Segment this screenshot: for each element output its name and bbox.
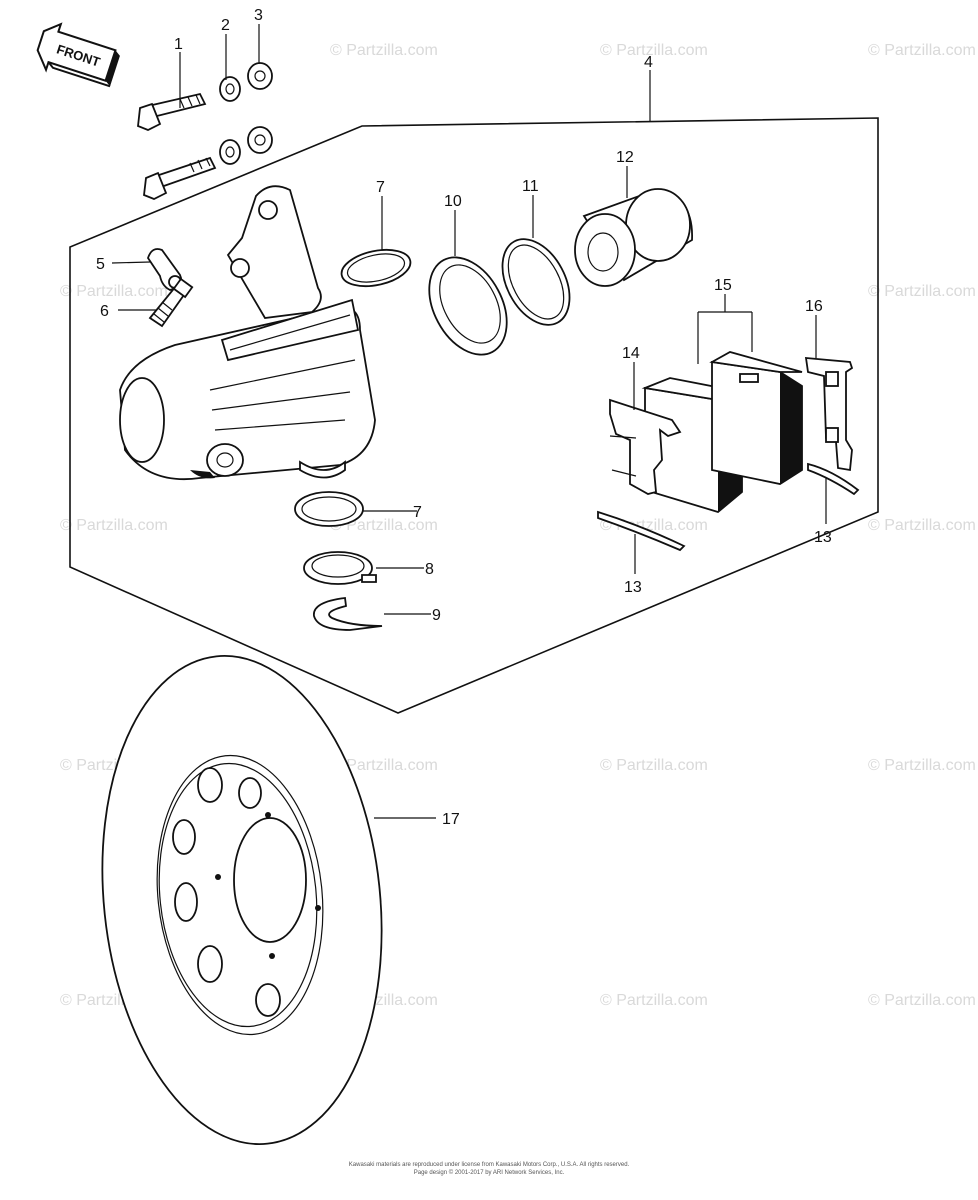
footer-copyright: Kawasaki materials are reproduced under …	[349, 1162, 630, 1168]
dust-seal-icon	[501, 238, 571, 326]
callout-8: 8	[425, 561, 434, 578]
anti-rattle-spring-icon	[807, 462, 860, 496]
callout-15: 15	[714, 277, 732, 294]
caliper-assembly-boundary	[69, 117, 879, 714]
callout-2: 2	[221, 17, 230, 34]
watermark: © Partzilla.com	[60, 517, 168, 534]
callout-4: 4	[644, 54, 653, 71]
brake-disc-icon	[101, 655, 383, 1145]
brake-pad-icon	[709, 351, 803, 485]
callout-10: 10	[444, 193, 462, 210]
watermark: © Partzilla.com	[600, 757, 708, 774]
clip-icon	[313, 596, 383, 631]
callout-11: 11	[522, 178, 539, 195]
seal-icon	[340, 248, 412, 288]
watermark: © Partzilla.com	[868, 757, 976, 774]
caliper-body-icon	[119, 185, 376, 481]
callout-3: 3	[254, 7, 263, 24]
watermark: © Partzilla.com	[600, 992, 708, 1009]
callout-16: 16	[805, 298, 823, 315]
callout-7-lower: 7	[413, 504, 422, 521]
lock-washer-icon	[219, 139, 241, 165]
bleed-valve-icon	[148, 277, 194, 328]
seal-icon	[294, 491, 364, 527]
watermark: © Partzilla.com	[330, 517, 438, 534]
lock-washer-icon	[219, 76, 241, 102]
footer-page-design: Page design © 2001-2017 by ARI Network S…	[414, 1169, 565, 1176]
watermark: © Partzilla.com	[330, 42, 438, 59]
callout-9: 9	[432, 607, 441, 624]
callout-14: 14	[622, 345, 640, 362]
pad-shim-icon	[609, 398, 682, 495]
callout-labels: 1 2 3 4 5 6 7 7 8 9 10 11 12 13 13 14 15…	[96, 7, 832, 828]
callout-17: 17	[442, 811, 460, 828]
watermark: © Partzilla.com	[868, 517, 976, 534]
bolt-icon	[137, 92, 207, 131]
callout-1: 1	[174, 36, 183, 53]
front-arrow-icon: FRONT	[36, 22, 120, 88]
watermark: © Partzilla.com	[868, 283, 976, 300]
callout-13-right: 13	[814, 529, 832, 546]
piston-seal-icon	[428, 256, 508, 356]
leader-lines	[111, 24, 827, 819]
watermark: © Partzilla.com	[330, 757, 438, 774]
bolt-icon	[143, 156, 217, 200]
callout-5: 5	[96, 256, 105, 273]
washer-icon	[247, 126, 273, 154]
watermark: © Partzilla.com	[868, 42, 976, 59]
watermark: © Partzilla.com	[60, 283, 168, 300]
callout-12: 12	[616, 149, 634, 166]
pad-spring-icon	[804, 357, 854, 472]
retainer-icon	[303, 551, 377, 585]
callout-7-upper: 7	[376, 179, 385, 196]
piston-icon	[574, 188, 693, 287]
washer-icon	[247, 62, 273, 90]
callout-6: 6	[100, 303, 109, 320]
anti-rattle-spring-icon	[597, 510, 686, 552]
callout-13-left: 13	[624, 579, 642, 596]
watermark: © Partzilla.com	[868, 992, 976, 1009]
watermark: © Partzilla.com	[600, 42, 708, 59]
